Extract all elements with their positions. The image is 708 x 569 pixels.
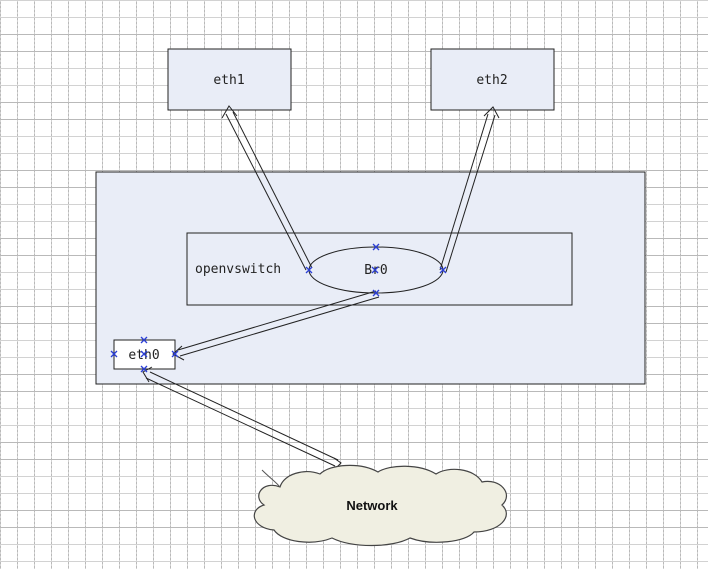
connector-bridge-eth1[interactable] (221, 105, 313, 271)
handle-bridge-right (439, 266, 447, 274)
handle-eth0-left (110, 350, 118, 358)
handle-bridge-left (305, 266, 313, 274)
eth1-box[interactable] (167, 48, 292, 111)
handle-bridge-bottom (372, 289, 380, 297)
connector-bridge-eth0[interactable] (172, 290, 380, 361)
network-label: Network (346, 498, 398, 513)
connection-handles (110, 243, 447, 373)
eth2-box[interactable] (430, 48, 555, 111)
handle-eth0-center (140, 350, 148, 358)
handle-eth0-top (140, 336, 148, 344)
network-cloud[interactable]: Network (253, 464, 508, 547)
eth2-label: eth2 (476, 73, 507, 88)
eth1-label: eth1 (213, 73, 244, 88)
eth0-label: eth0 (128, 348, 159, 363)
handle-eth0-bottom (140, 365, 148, 373)
handle-eth0-right (171, 350, 179, 358)
openvswitch-label: openvswitch (195, 262, 281, 277)
handle-bridge-center (371, 266, 379, 274)
handle-bridge-top (372, 243, 380, 251)
connector-bridge-eth2[interactable] (439, 106, 500, 273)
